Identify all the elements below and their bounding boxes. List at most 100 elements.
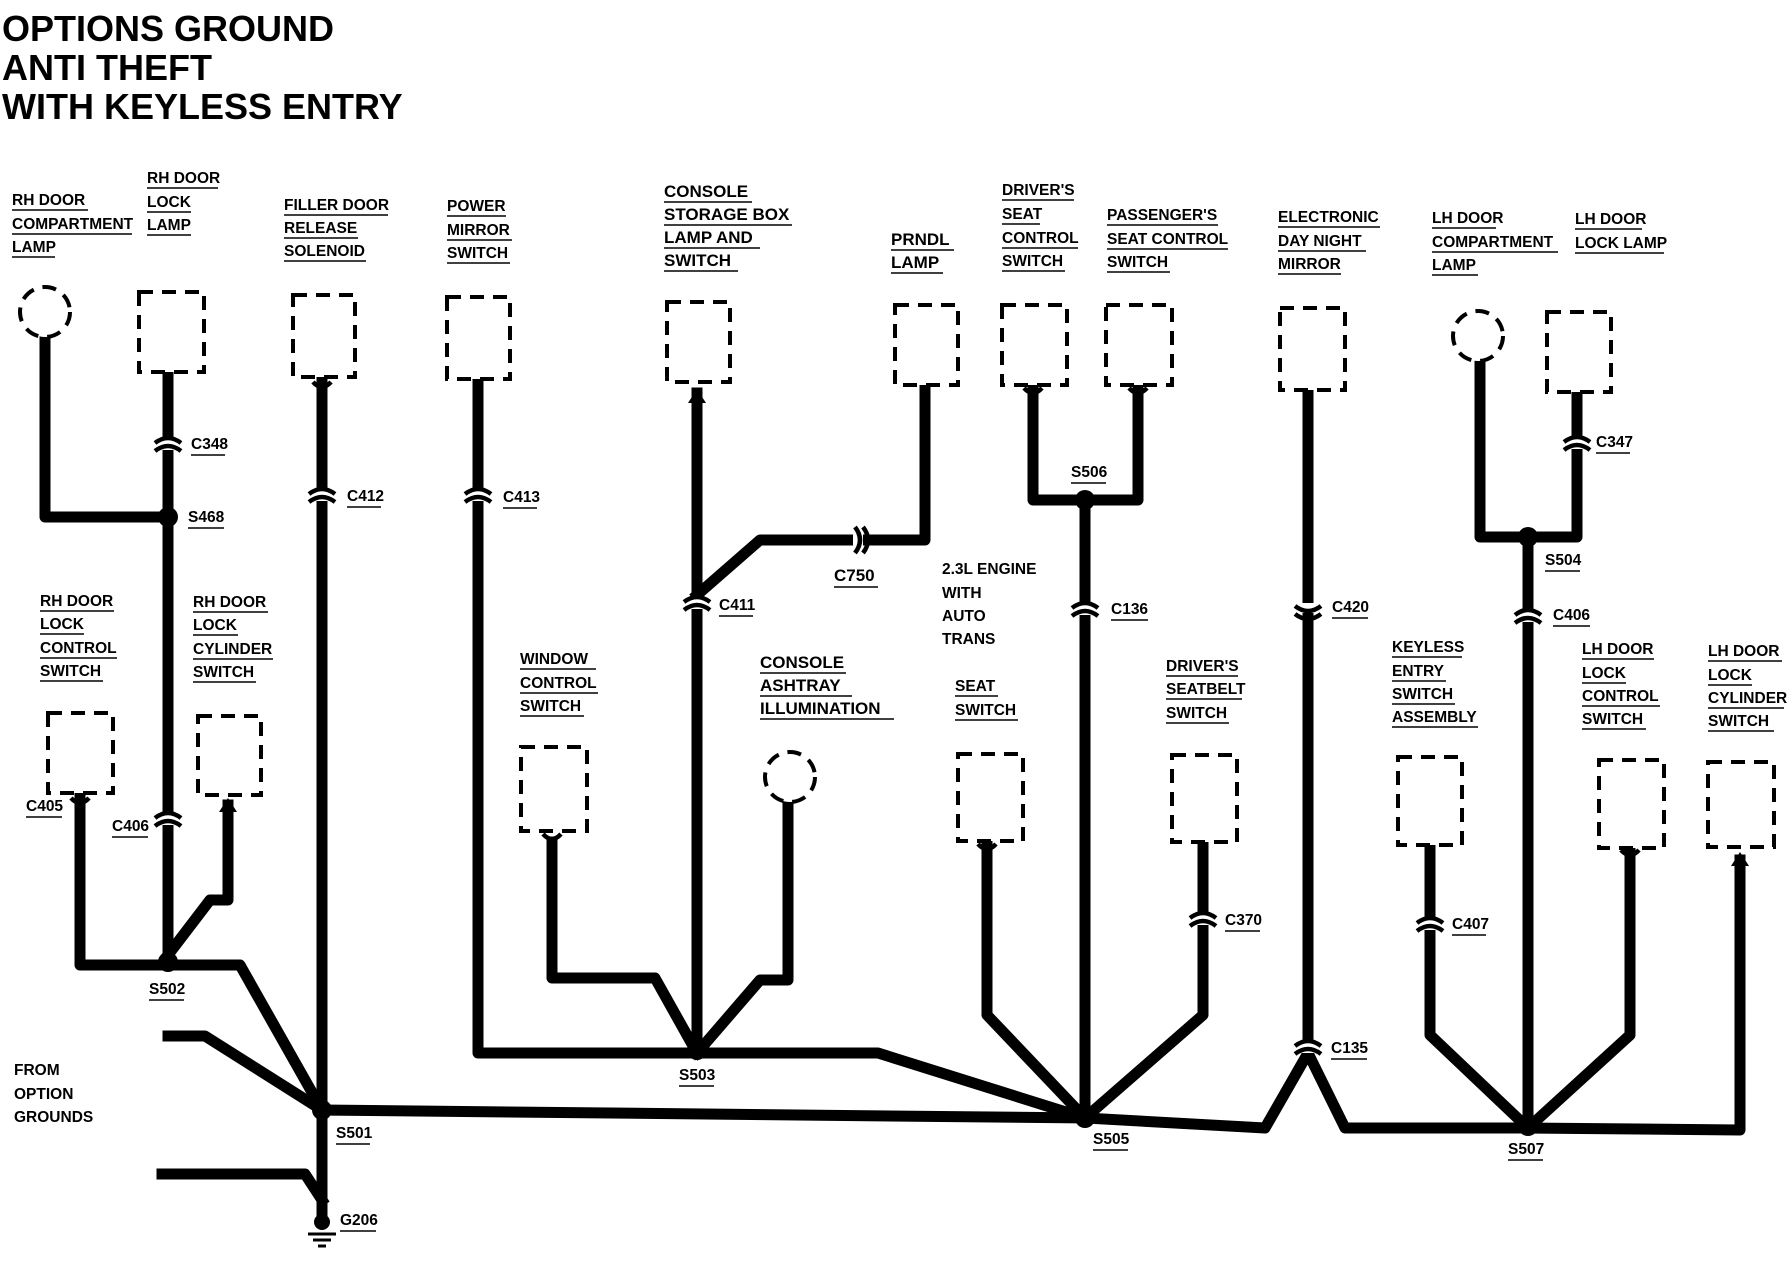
label-c347: C347	[1596, 434, 1633, 451]
svg-text:ASHTRAY: ASHTRAY	[760, 676, 841, 695]
label-s505: S505	[1093, 1131, 1130, 1148]
rh-lock-cylinder-switch-box	[196, 714, 263, 797]
day-night-mirror-box	[1278, 306, 1347, 392]
label-prndl-lamp: PRNDL LAMP	[891, 230, 954, 274]
label-electronic-day-night-mirror: ELECTRONIC DAY NIGHT MIRROR	[1278, 209, 1380, 275]
svg-text:RH DOOR: RH DOOR	[12, 192, 85, 209]
wire-rh-lock-cylinder-switch	[160, 799, 234, 963]
svg-text:DAY NIGHT: DAY NIGHT	[1278, 233, 1362, 250]
svg-text:COMPARTMENT: COMPARTMENT	[12, 216, 134, 233]
label-engine-note: 2.3L ENGINE WITH AUTO TRANS	[942, 561, 1036, 648]
ground-symbol	[308, 1214, 336, 1248]
label-c750: C750	[834, 566, 875, 585]
wire-s502-s501	[162, 959, 330, 1118]
svg-text:SWITCH: SWITCH	[193, 664, 254, 681]
svg-text:SWITCH: SWITCH	[1708, 713, 1769, 730]
connector-c348	[153, 435, 183, 453]
svg-text:FILLER DOOR: FILLER DOOR	[284, 197, 389, 214]
components	[18, 285, 1776, 850]
svg-text:AUTO: AUTO	[942, 608, 986, 625]
label-s507: S507	[1508, 1141, 1544, 1158]
svg-text:LOCK LAMP: LOCK LAMP	[1575, 235, 1667, 252]
wire-window-control-switch	[546, 836, 705, 1061]
filler-door-solenoid-box	[291, 293, 357, 379]
svg-text:SEAT CONTROL: SEAT CONTROL	[1107, 231, 1228, 248]
label-from-option-grounds: FROM OPTION GROUNDS	[14, 1062, 93, 1126]
svg-text:SWITCH: SWITCH	[1107, 254, 1168, 271]
splice-s507	[1518, 1116, 1538, 1136]
label-s501: S501	[336, 1125, 373, 1142]
title-line-3: WITH KEYLESS ENTRY	[2, 86, 403, 127]
svg-text:SEATBELT: SEATBELT	[1166, 681, 1246, 698]
label-c411: C411	[719, 597, 756, 614]
svg-text:KEYLESS: KEYLESS	[1392, 639, 1464, 656]
seatbelt-switch-box	[1170, 753, 1239, 844]
svg-text:GROUNDS: GROUNDS	[14, 1109, 93, 1126]
wire-rh-door-compartment-lamp	[39, 334, 174, 523]
console-storage-box-box	[665, 300, 732, 384]
svg-text:CONTROL: CONTROL	[40, 640, 117, 657]
svg-text:SWITCH: SWITCH	[664, 251, 731, 270]
pin-rh-cylinder-arrow	[219, 798, 237, 812]
svg-text:CONTROL: CONTROL	[1002, 230, 1079, 247]
pin-passenger-seat	[1127, 386, 1149, 396]
label-drivers-seatbelt-switch: DRIVER'S SEATBELT SWITCH	[1166, 658, 1246, 724]
svg-text:WITH: WITH	[942, 585, 982, 602]
svg-text:ELECTRONIC: ELECTRONIC	[1278, 209, 1379, 226]
splice-points	[158, 490, 1538, 1136]
label-filler-door-release-solenoid: FILLER DOOR RELEASE SOLENOID	[284, 197, 389, 262]
label-keyless-entry-switch-assembly: KEYLESS ENTRY SWITCH ASSEMBLY	[1392, 639, 1478, 728]
connector-c136	[1070, 600, 1100, 618]
wire-from-option-grounds	[162, 1030, 330, 1118]
lh-door-compartment-lamp-symbol	[1451, 309, 1505, 363]
svg-text:SWITCH: SWITCH	[1582, 711, 1643, 728]
wire-prndl-lamp	[689, 377, 931, 603]
title-line-2: ANTI THEFT	[2, 47, 212, 88]
wire-s501-s505	[316, 1104, 1091, 1124]
wire-rh-lock-control-switch	[74, 789, 174, 971]
pin-window-control	[541, 832, 563, 842]
label-c405: C405	[26, 798, 63, 815]
connector-c347	[1562, 434, 1592, 452]
terminal-pins	[69, 380, 1749, 866]
label-c420: C420	[1332, 599, 1369, 616]
svg-text:CYLINDER: CYLINDER	[193, 641, 272, 658]
svg-text:LOCK: LOCK	[1582, 665, 1627, 682]
svg-text:SEAT: SEAT	[1002, 206, 1043, 223]
inline-connectors	[153, 434, 1592, 1056]
svg-text:RELEASE: RELEASE	[284, 220, 357, 237]
svg-text:RH DOOR: RH DOOR	[147, 170, 220, 187]
svg-text:MIRROR: MIRROR	[447, 222, 510, 239]
wire-from-option-grounds-2	[156, 1168, 330, 1208]
component-labels: RH DOOR COMPARTMENT LAMP RH DOOR LOCK LA…	[12, 170, 1787, 1126]
console-ashtray-symbol	[763, 750, 817, 804]
pin-console-arrow	[688, 389, 706, 403]
connector-c406-left	[153, 810, 183, 828]
lh-door-lock-lamp-box	[1545, 310, 1613, 394]
pin-rh-lock-control	[69, 796, 91, 806]
label-s503: S503	[679, 1067, 716, 1084]
svg-text:OPTION: OPTION	[14, 1086, 73, 1103]
rh-door-compartment-lamp-symbol	[18, 285, 72, 339]
svg-text:LAMP AND: LAMP AND	[664, 228, 753, 247]
connector-labels: C348 C412 C413 C411 C750 C136 C420 C347 …	[26, 434, 1633, 1232]
svg-text:SWITCH: SWITCH	[1166, 705, 1227, 722]
svg-text:LOCK: LOCK	[147, 194, 192, 211]
connector-c412	[307, 486, 337, 504]
splice-s468	[158, 507, 178, 527]
ground-wires	[39, 334, 1746, 1221]
svg-text:LOCK: LOCK	[40, 616, 85, 633]
label-c136: C136	[1111, 601, 1148, 618]
svg-text:COMPARTMENT: COMPARTMENT	[1432, 234, 1554, 251]
rh-lock-control-switch-box	[46, 711, 115, 795]
svg-text:LAMP: LAMP	[891, 253, 939, 272]
svg-text:ASSEMBLY: ASSEMBLY	[1392, 709, 1477, 726]
svg-text:CONTROL: CONTROL	[520, 675, 597, 692]
label-c135: C135	[1331, 1040, 1368, 1057]
wire-lh-lock-cylinder-switch	[1522, 854, 1746, 1136]
connector-c407	[1415, 915, 1445, 933]
window-control-switch-box	[519, 745, 589, 833]
svg-text:MIRROR: MIRROR	[1278, 256, 1341, 273]
svg-text:SWITCH: SWITCH	[1002, 253, 1063, 270]
svg-text:FROM: FROM	[14, 1062, 60, 1079]
